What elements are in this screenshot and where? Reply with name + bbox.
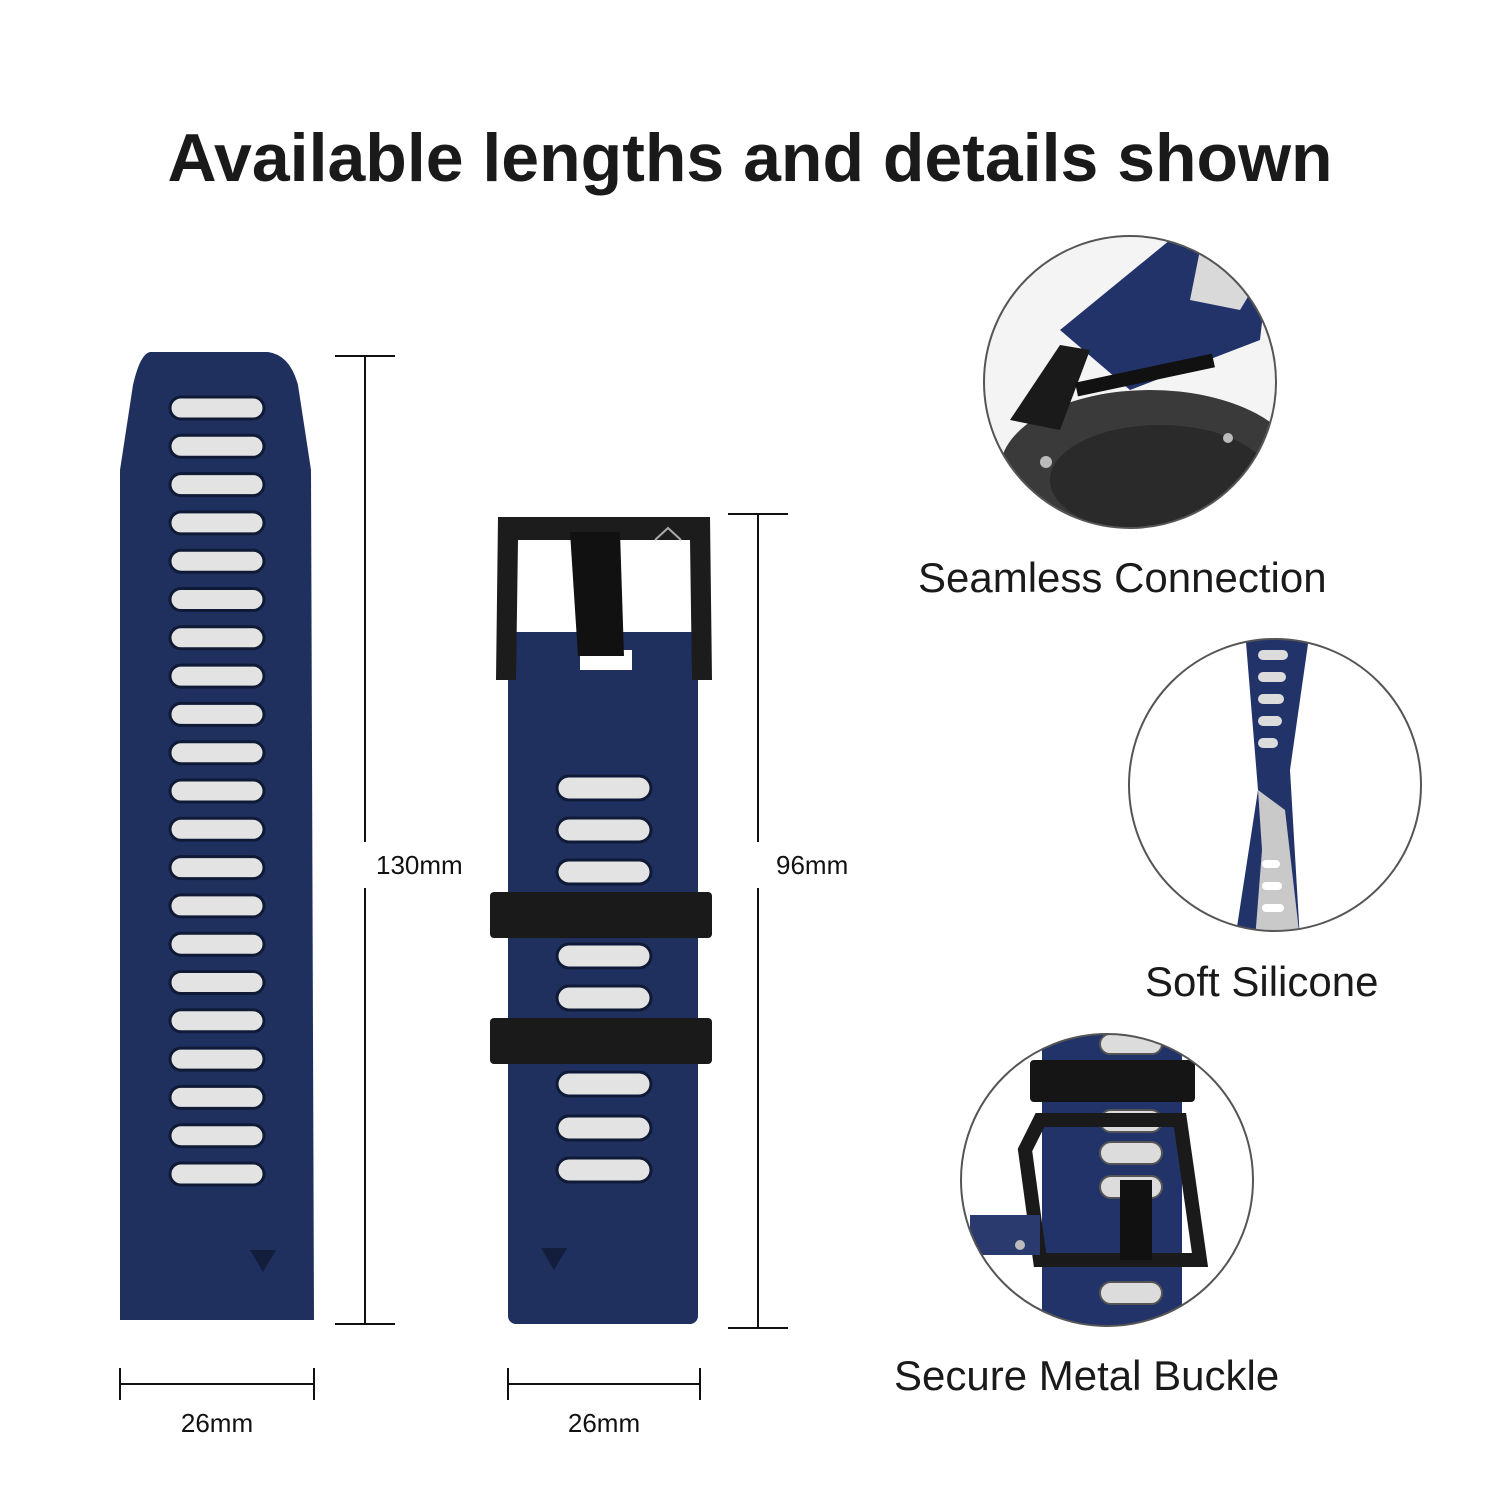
strap-hole (168, 587, 266, 612)
buckle-tongue (570, 532, 624, 656)
long-strap-holes (168, 395, 266, 1187)
detail-secure-metal-buckle (960, 1033, 1254, 1327)
feature-seamless-connection-label: Seamless Connection (918, 554, 1327, 601)
strap-hole (168, 1123, 266, 1149)
detail-soft-silicone (1128, 638, 1422, 932)
strap-hole (168, 433, 266, 459)
short-strap (490, 517, 712, 1324)
strap-hole (168, 663, 266, 689)
strap-hole (168, 1161, 266, 1187)
strap-hole (555, 942, 653, 970)
buckle-arrow-icon (654, 526, 682, 541)
strap-hole (168, 931, 266, 957)
strap-hole (555, 1114, 653, 1142)
strap-hole (555, 816, 653, 844)
strap-hole (168, 893, 266, 919)
strap-hole (555, 774, 653, 802)
feature-secure-metal-buckle-label: Secure Metal Buckle (894, 1352, 1280, 1399)
strap-hole (168, 1046, 266, 1072)
strap-keeper-2 (490, 1018, 712, 1064)
strap-hole (168, 778, 266, 804)
strap-hole (168, 1084, 266, 1110)
short-strap-length-label: 96mm (776, 850, 849, 880)
strap-keeper-1 (490, 892, 712, 938)
strap-hole (555, 1070, 653, 1098)
strap-hole (555, 1156, 653, 1184)
short-strap-holes (555, 774, 653, 1184)
long-strap-width-label: 26mm (180, 1408, 254, 1438)
buckle-frame (496, 517, 712, 680)
page-title: Available lengths and details shown (167, 120, 1333, 196)
short-strap-width-label: 26mm (567, 1408, 641, 1438)
strap-hole (168, 472, 266, 498)
strap-hole (555, 984, 653, 1012)
strap-hole (168, 548, 266, 574)
strap-hole (168, 510, 266, 536)
strap-hole (168, 970, 266, 995)
long-strap-arrow-icon (250, 1250, 276, 1272)
strap-hole (555, 858, 653, 886)
strap-hole (168, 855, 266, 881)
long-strap (120, 352, 314, 1320)
feature-soft-silicone-label: Soft Silicone (1145, 958, 1379, 1005)
strap-hole (168, 395, 266, 421)
strap-hole (168, 816, 266, 842)
short-strap-arrow-icon (541, 1248, 567, 1270)
strap-hole (168, 701, 266, 727)
long-strap-length-label: 130mm (376, 850, 463, 880)
dimension-lines (119, 355, 788, 1400)
strap-hole (168, 1008, 266, 1034)
strap-hole (168, 625, 266, 651)
detail-seamless-connection (983, 235, 1277, 529)
strap-hole (168, 740, 266, 766)
